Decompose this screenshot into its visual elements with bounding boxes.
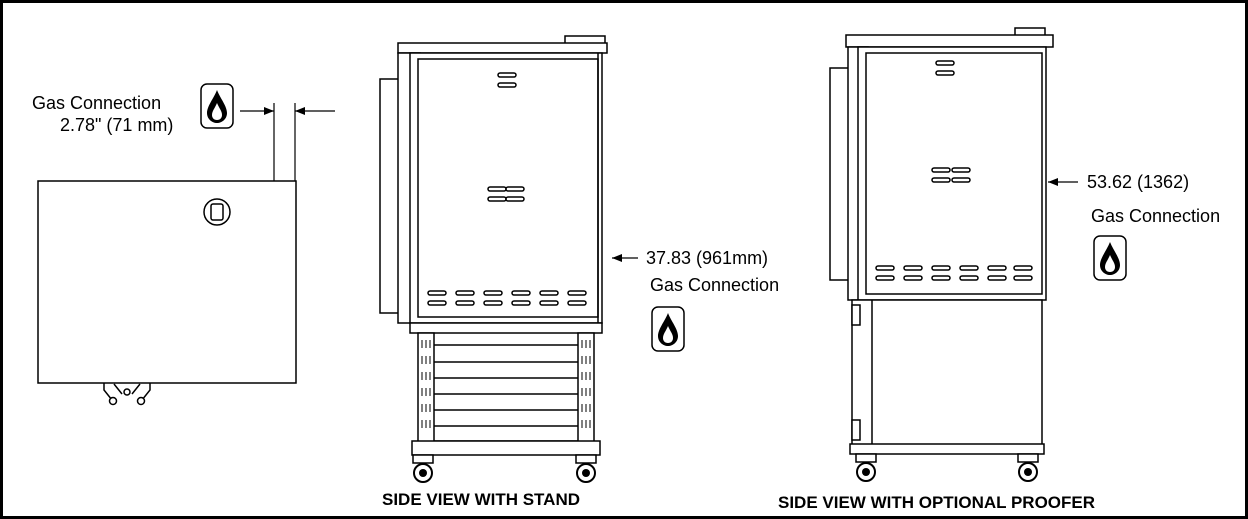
- gas-flame-icon: [651, 306, 685, 352]
- stand-dimension-arrow: [612, 254, 638, 262]
- gas-flame-icon: [200, 83, 234, 129]
- top-view-body: [37, 180, 297, 384]
- gas-flame-icon: [1093, 235, 1127, 281]
- stand-casters: [412, 454, 597, 483]
- left-gas-label-line1: Gas Connection: [32, 93, 161, 113]
- stand-view-drawing: [379, 35, 608, 456]
- proofer-view-caption: SIDE VIEW WITH OPTIONAL PROOFER: [778, 493, 1095, 512]
- left-gas-label-line2: 2.78" (71 mm): [60, 115, 173, 135]
- proofer-view-drawing: [829, 27, 1054, 455]
- proofer-dim-label: 53.62 (1362): [1087, 172, 1189, 192]
- proofer-dimension-arrow: [1048, 178, 1078, 186]
- stand-view-caption: SIDE VIEW WITH STAND: [382, 490, 580, 509]
- stand-gas-label: Gas Connection: [650, 275, 779, 295]
- proofer-gas-label: Gas Connection: [1091, 206, 1220, 226]
- stand-leg-slots: [421, 340, 591, 428]
- stand-dim-label: 37.83 (961mm): [646, 248, 768, 268]
- proofer-casters: [855, 453, 1039, 482]
- top-view-drawing: [37, 103, 335, 406]
